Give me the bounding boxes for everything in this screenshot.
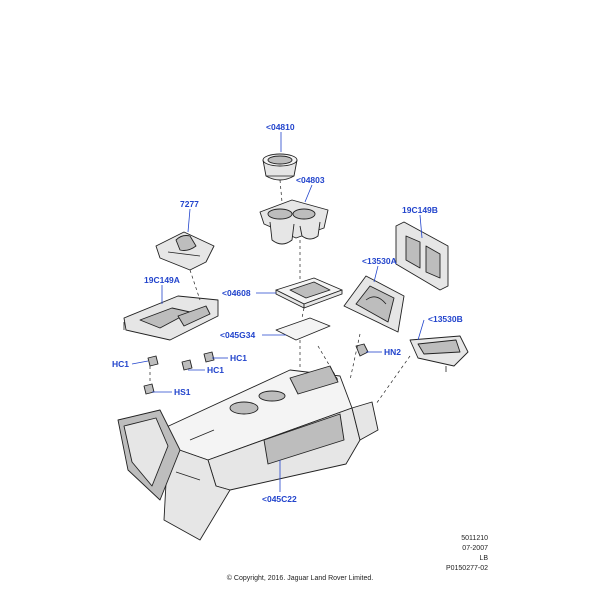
mat-045g34 [275, 317, 331, 341]
callout-19c149b: 19C149B [402, 205, 438, 215]
callout-045c22: <045C22 [262, 494, 297, 504]
callout-hc1-left: HC1 [112, 359, 129, 369]
leader-lines [131, 132, 425, 492]
callout-hn2: HN2 [384, 347, 401, 357]
reference-market: LB [479, 555, 488, 562]
callout-13530b: <13530B [428, 314, 463, 324]
bezel-19c149b [395, 221, 449, 291]
callout-19c149a: 19C149A [144, 275, 180, 285]
callout-hs1: HS1 [174, 387, 191, 397]
callout-7277: 7277 [180, 199, 199, 209]
callout-04810: <04810 [266, 122, 295, 132]
center-console-body [117, 365, 379, 541]
fastener-hs1 [143, 383, 155, 395]
callout-hc1-right: HC1 [230, 353, 247, 363]
fastener-hc1-left [147, 355, 159, 367]
callout-04803: <04803 [296, 175, 325, 185]
callout-045g34: <045G34 [220, 330, 255, 340]
callout-04608: <04608 [222, 288, 251, 298]
cup-holder-insert [262, 153, 298, 181]
alignment-lines [149, 179, 411, 405]
reference-illustration: P0150277-02 [445, 565, 488, 572]
cup-holder-tray [259, 199, 329, 245]
tray-13530b [409, 335, 469, 372]
gear-shift-boot [155, 231, 215, 271]
bezel-19c149a [123, 295, 219, 341]
copyright-notice: © Copyright, 2016. Jaguar Land Rover Lim… [226, 575, 374, 582]
storage-mat-04608 [275, 277, 343, 309]
callout-13530a: <13530A [362, 256, 397, 266]
fastener-hn2 [355, 343, 369, 357]
reference-code: 5011210 [461, 535, 488, 542]
storage-tray-13530a [343, 275, 405, 333]
reference-date: 07-2007 [462, 545, 488, 552]
callout-hc1-middle: HC1 [207, 365, 224, 375]
fastener-hc1-middle [181, 359, 193, 371]
fastener-hc1-right [203, 351, 215, 363]
